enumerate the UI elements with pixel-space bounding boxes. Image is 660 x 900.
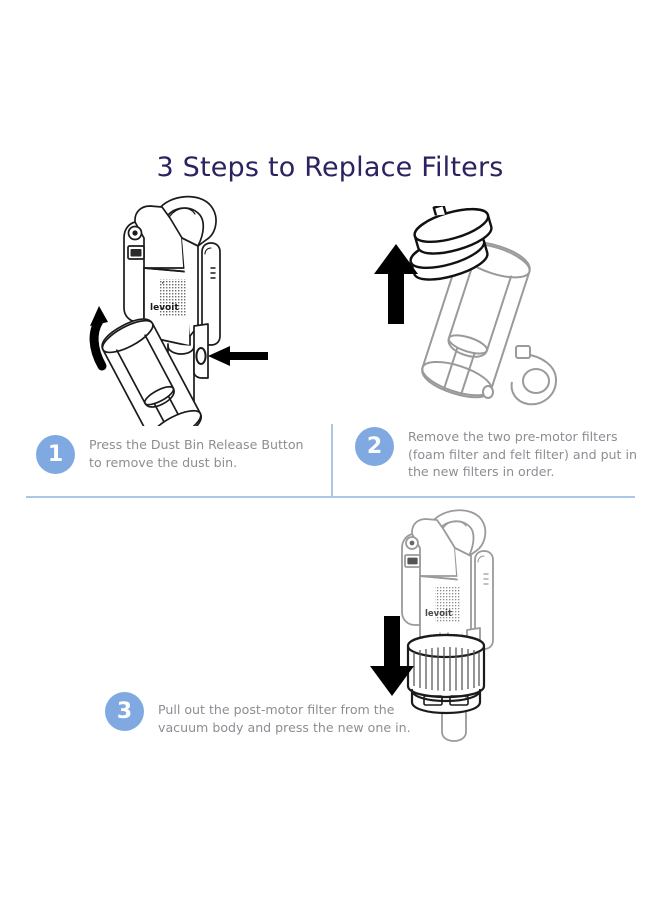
step-1-badge: 1 <box>36 435 75 474</box>
step-3-caption: 3 Pull out the post-motor filter from th… <box>105 692 465 736</box>
step-2-illustration <box>374 206 557 406</box>
vertical-divider <box>331 424 333 497</box>
page-title: 3 Steps to Replace Filters <box>156 152 504 184</box>
post-motor-filter <box>406 633 486 715</box>
step-3-badge: 3 <box>105 692 144 731</box>
brand-logo-text: levoit <box>150 303 179 313</box>
brand-logo-text-step3: levoit <box>425 609 452 619</box>
step-2-caption: 2 Remove the two pre-motor filters (foam… <box>355 427 637 481</box>
step-1-caption: 1 Press the Dust Bin Release Button to r… <box>36 435 326 474</box>
step-2-badge: 2 <box>355 427 394 466</box>
step-1-illustration: levoit <box>89 195 268 426</box>
horizontal-divider <box>26 496 635 498</box>
press-release-button-arrow-icon <box>208 346 268 366</box>
remove-filters-arrow-icon <box>374 244 418 324</box>
step-3-illustration: levoit <box>370 509 494 742</box>
step-2-text: Remove the two pre-motor filters (foam f… <box>408 429 637 479</box>
curved-rotate-arrow-icon <box>89 306 108 371</box>
pre-motor-filter-discs <box>409 206 493 281</box>
step-3-text: Pull out the post-motor filter from the … <box>158 702 411 735</box>
pull-out-filter-arrow-icon <box>370 616 414 696</box>
step-1-text: Press the Dust Bin Release Button to rem… <box>89 437 304 470</box>
